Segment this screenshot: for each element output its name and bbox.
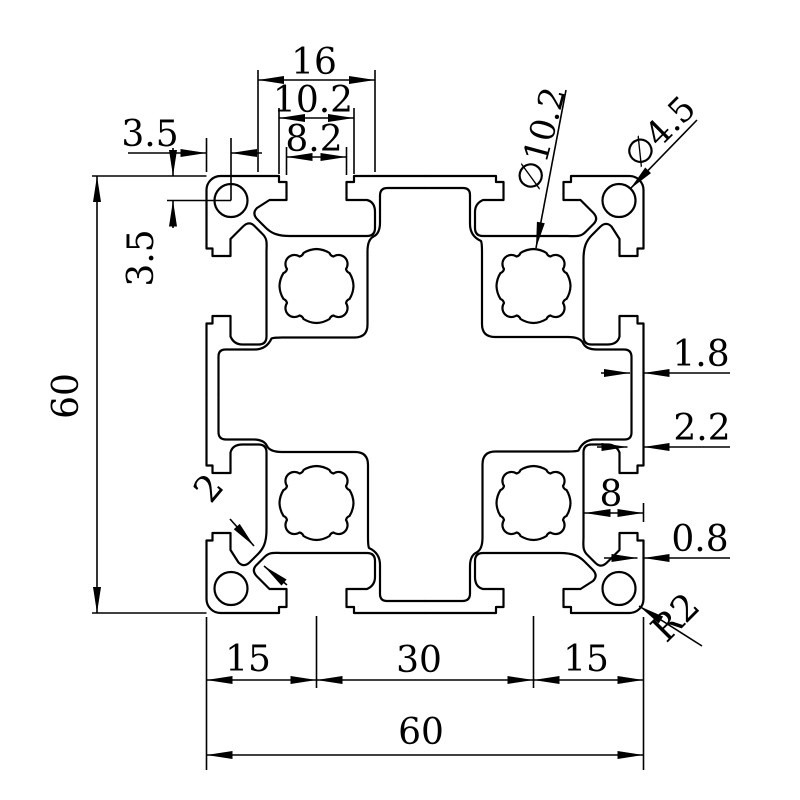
dim-bottom-center: 30 bbox=[396, 640, 442, 681]
dimension-arrows bbox=[93, 76, 730, 759]
corner-holes bbox=[213, 182, 637, 607]
dim-corner-radius: R2 bbox=[644, 586, 708, 650]
dim-slot-opening: 8.2 bbox=[285, 119, 342, 160]
profile-body bbox=[205, 174, 645, 615]
dim-bottom-left: 15 bbox=[225, 639, 271, 680]
dim-corner-hole-dia: ∅4.5 bbox=[616, 88, 703, 175]
center-cross-cavity bbox=[217, 186, 633, 603]
core-bores bbox=[278, 247, 572, 542]
dim-bore-dia: ∅10.2 bbox=[508, 83, 574, 195]
dim-slot-depth: 8 bbox=[600, 474, 623, 515]
dim-slot-mid: 10.2 bbox=[273, 80, 353, 121]
dim-slot-width: 16 bbox=[291, 42, 337, 83]
dimension-lines bbox=[92, 70, 730, 770]
dim-corner-offset-v: 3.5 bbox=[121, 229, 162, 286]
dim-overall-height: 60 bbox=[46, 373, 87, 419]
dim-corner-offset-h: 3.5 bbox=[121, 114, 178, 155]
dim-bottom-right: 15 bbox=[563, 639, 609, 680]
dim-overall-width: 60 bbox=[398, 712, 444, 753]
profile-outline bbox=[205, 174, 645, 615]
dimension-labels: 16 10.2 8.2 3.5 3.5 ∅10.2 ∅4.5 60 1.8 2.… bbox=[46, 42, 731, 753]
dim-lip-thickness: 2.2 bbox=[673, 408, 730, 449]
dim-wall-thickness: 1.8 bbox=[672, 334, 729, 375]
dim-edge-step: 0.8 bbox=[671, 519, 728, 560]
